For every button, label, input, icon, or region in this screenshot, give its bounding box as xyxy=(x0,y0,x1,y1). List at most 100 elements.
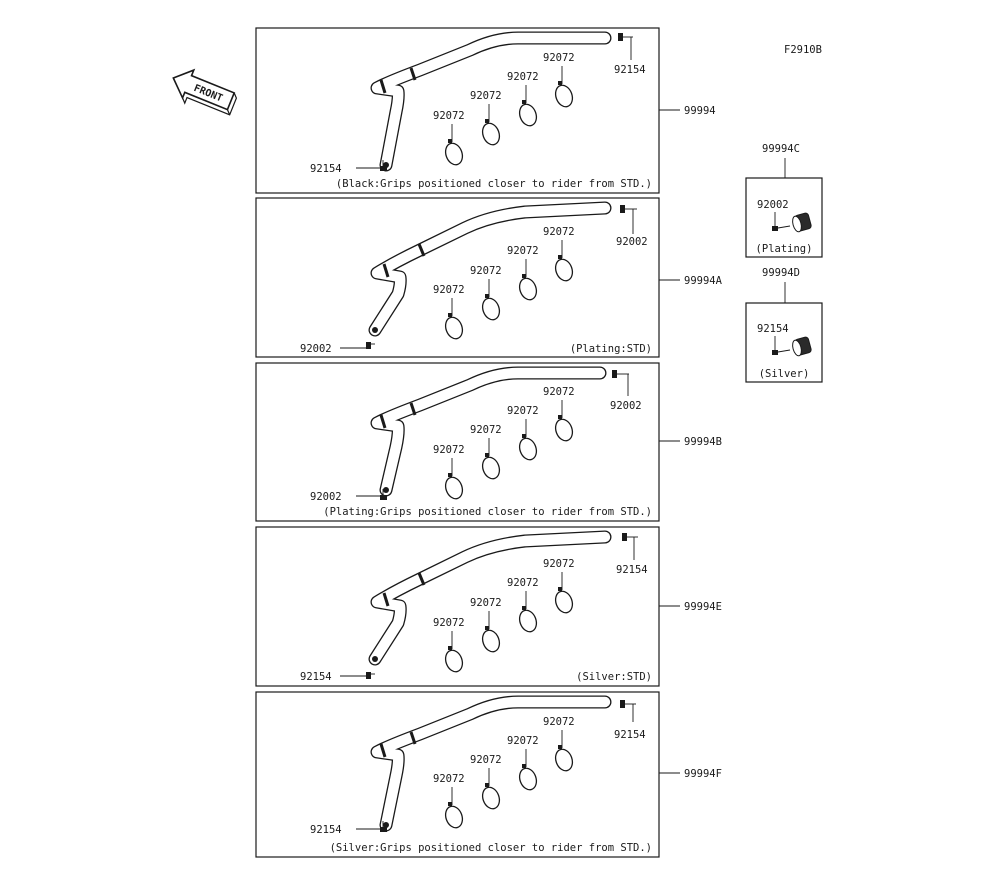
clamp-ring-icon xyxy=(444,787,464,829)
clamp-ring-icon xyxy=(554,572,574,614)
clamp-label: 92072 xyxy=(543,558,575,570)
lower-bolt-label: 92154 xyxy=(310,163,342,175)
clamp-label: 92072 xyxy=(470,597,502,609)
clamp-ring-icon xyxy=(481,279,501,321)
clamp-ring-icon xyxy=(554,400,574,442)
clamp-label: 92072 xyxy=(507,405,539,417)
assembly-note: (Silver:STD) xyxy=(576,671,652,683)
assembly-part-number: 99994E xyxy=(684,601,722,613)
clamp-label: 92072 xyxy=(543,52,575,64)
clamp-label: 92072 xyxy=(470,90,502,102)
assembly-note: (Plating:Grips positioned closer to ride… xyxy=(323,506,652,518)
clamp-ring-icon xyxy=(481,768,501,810)
figure-code: F2910B xyxy=(784,44,822,56)
end-bolt-icon xyxy=(612,370,629,378)
clamp-label: 92072 xyxy=(433,444,465,456)
end-bolt-icon xyxy=(620,700,636,708)
bar-end-weight-icon xyxy=(792,212,812,233)
end-bolt-label: 92154 xyxy=(614,64,646,76)
clamp-label: 92072 xyxy=(543,716,575,728)
clamp-label: 92072 xyxy=(507,71,539,83)
clamp-label: 92072 xyxy=(507,577,539,589)
assembly-note: (Plating:STD) xyxy=(570,343,652,355)
clamp-set: 92072 92072 92072 92072 xyxy=(433,52,575,166)
assembly-panels: 92154 92154 92072 92072 92072 92072 9999… xyxy=(255,27,723,858)
panel-frame xyxy=(255,362,660,522)
kit-bolt-icon xyxy=(772,349,791,355)
bar-end-weight-icon xyxy=(792,336,812,357)
assembly-part-number: 99994B xyxy=(684,436,722,448)
clamp-label: 92072 xyxy=(470,265,502,277)
kit-part-number: 99994C xyxy=(762,143,800,155)
clamp-label: 92072 xyxy=(543,226,575,238)
clamp-label: 92072 xyxy=(433,773,465,785)
clamp-set: 92072 92072 92072 92072 xyxy=(433,226,575,340)
bar-end-kit: 99994D 92154 (Silver) xyxy=(745,267,823,383)
clamp-label: 92072 xyxy=(543,386,575,398)
clamp-ring-icon xyxy=(518,591,538,633)
assembly-part-number: 99994A xyxy=(684,275,723,287)
lower-bolt-icon xyxy=(366,672,375,679)
clamp-ring-icon xyxy=(554,66,574,108)
clamp-ring-icon xyxy=(481,104,501,146)
clamp-ring-icon xyxy=(444,458,464,500)
assembly-panel: 92154 92154 92072 92072 92072 92072 9999… xyxy=(255,27,716,194)
kit-finish: (Plating) xyxy=(756,243,813,255)
clamp-label: 92072 xyxy=(433,284,465,296)
end-bolt-label: 92154 xyxy=(616,564,648,576)
clamp-ring-icon xyxy=(518,419,538,461)
clamp-label: 92072 xyxy=(470,424,502,436)
clamp-ring-icon xyxy=(481,438,501,480)
lower-bolt-label: 92002 xyxy=(310,491,342,503)
clamp-label: 92072 xyxy=(433,617,465,629)
panel-frame xyxy=(255,526,660,687)
clamp-ring-icon xyxy=(554,240,574,282)
clamp-ring-icon xyxy=(518,85,538,127)
clamp-label: 92072 xyxy=(470,754,502,766)
kit-part-number: 99994D xyxy=(762,267,800,279)
clamp-label: 92072 xyxy=(507,735,539,747)
kit-frame xyxy=(745,302,823,383)
kit-bolt-label: 92002 xyxy=(757,199,789,211)
front-arrow-icon: FRONT xyxy=(172,68,238,116)
clamp-ring-icon xyxy=(518,749,538,791)
assembly-part-number: 99994 xyxy=(684,105,716,117)
clamp-ring-icon xyxy=(518,259,538,301)
lower-bolt-icon xyxy=(380,821,387,832)
clamp-set: 92072 92072 92072 92072 xyxy=(433,386,575,500)
clamp-ring-icon xyxy=(481,611,501,653)
assembly-panel: 92154 92154 92072 92072 92072 92072 9999… xyxy=(255,526,722,687)
assembly-panel: 92154 92154 92072 92072 92072 92072 9999… xyxy=(255,691,722,858)
end-bolt-label: 92002 xyxy=(610,400,642,412)
end-bolt-label: 92002 xyxy=(616,236,648,248)
panel-frame xyxy=(255,197,660,358)
handlebar-standard xyxy=(368,530,612,666)
clamp-ring-icon xyxy=(444,631,464,673)
clamp-label: 92072 xyxy=(433,110,465,122)
lower-bolt-label: 92002 xyxy=(300,343,332,355)
clamp-ring-icon xyxy=(444,124,464,166)
lower-bolt-icon xyxy=(380,489,387,500)
bar-end-kits: 99994C 92002 (Plating) 99994D 92154 xyxy=(745,143,823,383)
lower-bolt-label: 92154 xyxy=(310,824,342,836)
handlebar-lowered xyxy=(370,695,612,832)
end-bolt-label: 92154 xyxy=(614,729,646,741)
clamp-ring-icon xyxy=(444,298,464,340)
end-bolt-icon xyxy=(620,205,637,213)
kit-frame xyxy=(745,177,823,258)
lower-bolt-label: 92154 xyxy=(300,671,332,683)
clamp-label: 92072 xyxy=(507,245,539,257)
assembly-panel: 92002 92002 92072 92072 92072 92072 9999… xyxy=(255,362,722,522)
lower-bolt-icon xyxy=(380,160,387,171)
handlebar-standard xyxy=(368,201,612,337)
clamp-ring-icon xyxy=(554,730,574,772)
panel-frame xyxy=(255,691,660,858)
kit-finish: (Silver) xyxy=(759,368,810,380)
kit-bolt-label: 92154 xyxy=(757,323,789,335)
clamp-set: 92072 92072 92072 92072 xyxy=(433,716,575,829)
assembly-part-number: 99994F xyxy=(684,768,722,780)
assembly-note: (Black:Grips positioned closer to rider … xyxy=(336,178,652,190)
clamp-set: 92072 92072 92072 92072 xyxy=(433,558,575,673)
panel-frame xyxy=(255,27,660,194)
